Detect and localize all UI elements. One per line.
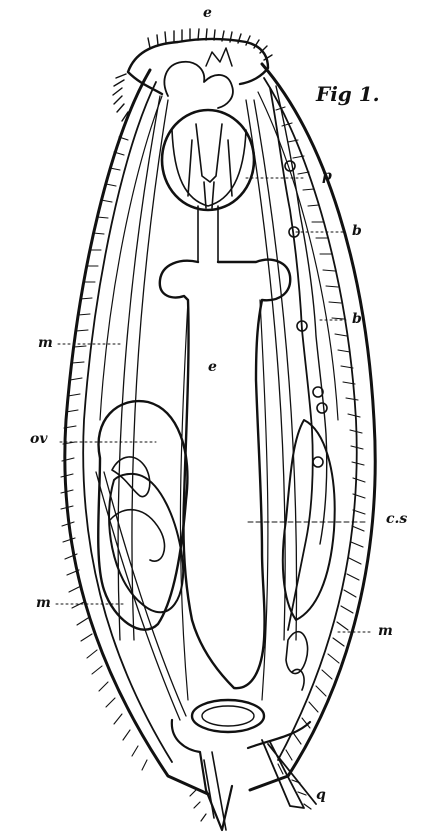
flame-cell-5 [317,403,327,413]
label-e-center: e [208,360,217,374]
left-cilia [61,137,147,770]
flame-cell-6 [313,457,323,467]
muscle-right [246,100,297,640]
label-b1: b [352,224,362,238]
muscle-central [180,300,268,700]
inner-body-wall [83,78,357,762]
label-m2: m [36,596,51,610]
label-m3: m [378,624,393,638]
figure-title: Fig 1. [316,84,380,104]
corona-lobes [164,62,232,108]
esophagus [198,206,218,262]
label-b2: b [352,312,362,326]
cloaca-inner [202,706,254,726]
label-p: p [322,169,332,183]
stomach [160,260,290,688]
ovary [98,401,187,630]
label-q: q [316,788,326,802]
label-cs: c.s [386,512,407,526]
label-e-top: e [203,6,212,20]
mastax-inner [172,130,246,206]
right-gland-lobes [286,632,308,690]
cloaca [192,700,264,732]
label-ov: ov [30,432,47,446]
antenna [206,48,232,66]
label-m1: m [38,336,53,350]
